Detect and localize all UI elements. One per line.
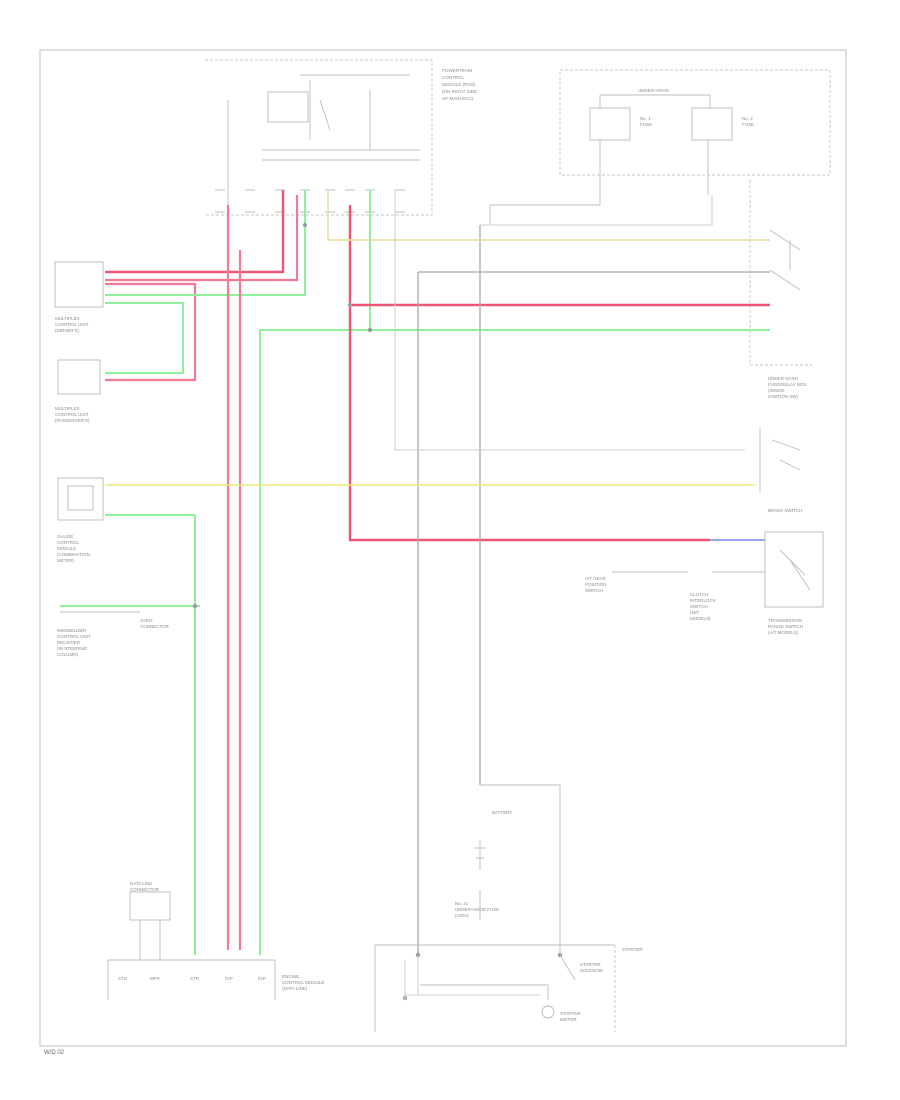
wire-green-2 (105, 302, 184, 374)
svg-text:(DATA LINK): (DATA LINK) (282, 986, 308, 991)
left-component-2: MULTIPLEX CONTROL UNIT (PASSENGER'S) (55, 359, 101, 423)
gear-position-label: A/T GEAR POSITION SWITCH (585, 576, 607, 593)
svg-text:No. 2: No. 2 (742, 116, 753, 121)
footer-code: W/D 02 (44, 1050, 65, 1056)
bottom-pin-label: IGP (258, 976, 266, 981)
svg-text:(DRIVER'S): (DRIVER'S) (55, 328, 79, 333)
svg-text:CONTROL UNIT: CONTROL UNIT (55, 322, 89, 327)
left-component-3: GAUGE CONTROL MODULE (COMBINATION METER) (57, 477, 104, 563)
wire-red-main (348, 205, 710, 542)
right-top-label: UNDER-DASH FUSE/RELAY BOX (INSIDE IGNITI… (768, 376, 806, 399)
svg-text:(M/T: (M/T (690, 610, 699, 615)
svg-text:DATA LINK: DATA LINK (130, 881, 152, 886)
svg-text:STARTER: STARTER (580, 962, 601, 967)
svg-text:IGNITION SW): IGNITION SW) (768, 394, 798, 399)
svg-text:POSITION: POSITION (585, 582, 607, 587)
transmission-range-switch: TRANSMISSION RANGE SWITCH (A/T MODELS) (764, 531, 824, 635)
fuse-a-box (589, 107, 631, 141)
svg-text:No. 1: No. 1 (640, 116, 651, 121)
svg-text:CONTROL MODULE: CONTROL MODULE (282, 980, 324, 985)
svg-text:MULTIPLEX: MULTIPLEX (55, 406, 80, 411)
svg-text:(ON RIGHT SIDE: (ON RIGHT SIDE (442, 89, 477, 94)
svg-text:RECEIVER: RECEIVER (57, 640, 81, 645)
pcm-top-region: POWERTRAIN CONTROL MODULE (PCM) (ON RIGH… (205, 59, 477, 216)
svg-text:CONTROL: CONTROL (442, 75, 464, 80)
wire-green-vert-2 (259, 329, 770, 955)
svg-text:SWITCH: SWITCH (585, 588, 603, 593)
svg-text:FUSE: FUSE (640, 122, 652, 127)
svg-text:COLUMN): COLUMN) (57, 652, 79, 657)
svg-text:INTERLOCK: INTERLOCK (690, 598, 716, 603)
svg-text:MODELS): MODELS) (690, 616, 711, 621)
svg-text:RANGE SWITCH: RANGE SWITCH (768, 624, 803, 629)
svg-text:MODULE: MODULE (57, 546, 76, 551)
bottom-pin-label: STR (190, 976, 200, 981)
svg-text:(100A): (100A) (455, 913, 469, 918)
wire-red-2 (105, 195, 299, 282)
svg-text:(PASSENGER'S): (PASSENGER'S) (55, 418, 90, 423)
underdash-fuse-relay: UNDER-DASH FUSE/RELAY BOX (INSIDE IGNITI… (749, 180, 812, 399)
svg-text:FUSE/RELAY BOX: FUSE/RELAY BOX (768, 382, 806, 387)
svg-text:GAUGE: GAUGE (57, 534, 73, 539)
pcm-top-label: POWERTRAIN CONTROL MODULE (PCM) (ON RIGH… (442, 68, 477, 101)
underhood-fuse-box: UNDER-HOOD No. 1 FUSE No. 2 FUSE (489, 69, 831, 225)
data-link-connector-box (129, 891, 171, 921)
joint-connector-label: JOINT CONNECTOR (140, 618, 170, 629)
svg-text:JOINT: JOINT (140, 618, 153, 623)
wire-light-brake (394, 190, 745, 451)
svg-text:BRAKE SWITCH: BRAKE SWITCH (768, 508, 802, 513)
svg-text:CLUTCH: CLUTCH (690, 592, 708, 597)
svg-text:MOTOR: MOTOR (560, 1017, 577, 1022)
svg-text:IMMOBILIZER: IMMOBILIZER (57, 628, 87, 633)
svg-text:MODULE (PCM): MODULE (PCM) (442, 82, 476, 87)
svg-text:(IN STEERING: (IN STEERING (57, 646, 88, 651)
svg-text:CONTROL: CONTROL (57, 540, 79, 545)
svg-text:BATTERY: BATTERY (492, 810, 512, 815)
bottom-connector: DATA LINK CONNECTOR STS MPX STR IGP IGP ENGI… (107, 881, 324, 1000)
svg-text:POWERTRAIN: POWERTRAIN (442, 68, 472, 73)
svg-text:CONNECTOR: CONNECTOR (140, 624, 170, 629)
svg-text:SOLENOID: SOLENOID (580, 968, 604, 973)
battery-starter-area: BATTERY No. 41 UNDER-HOOD FUSE (100A) ST… (374, 784, 643, 1032)
clutch-label: CLUTCH INTERLOCK SWITCH (M/T MODELS) (690, 592, 716, 621)
svg-text:ENGINE: ENGINE (282, 974, 299, 979)
svg-text:UNDER-HOOD: UNDER-HOOD (638, 88, 670, 93)
left-component-1: MULTIPLEX CONTROL UNIT (DRIVER'S) (54, 261, 104, 333)
svg-text:No. 41: No. 41 (455, 901, 469, 906)
bottom-pin-label: STS (118, 976, 127, 981)
brake-switch: BRAKE SWITCH (759, 428, 802, 513)
svg-text:(COMBINATION: (COMBINATION (57, 552, 90, 557)
wire-tan (327, 190, 770, 241)
pcm-relay-box (267, 91, 309, 123)
svg-text:(INSIDE: (INSIDE (768, 388, 785, 393)
svg-text:CONTROL UNIT: CONTROL UNIT (57, 634, 91, 639)
svg-text:FUSE: FUSE (742, 122, 754, 127)
wire-red-1 (105, 190, 285, 274)
bottom-pin-label: IGP (225, 976, 233, 981)
transmission-switch-box (764, 531, 824, 608)
junction-dots (192, 223, 563, 1001)
svg-text:SWITCH: SWITCH (690, 604, 708, 609)
svg-text:STARTER: STARTER (560, 1011, 581, 1016)
svg-text:UNDER-DASH: UNDER-DASH (768, 376, 798, 381)
svg-text:(A/T MODELS): (A/T MODELS) (768, 630, 799, 635)
wire-red-3 (105, 282, 197, 382)
svg-text:MULTIPLEX: MULTIPLEX (55, 316, 80, 321)
bottom-pin-labels: STS MPX STR IGP IGP (118, 976, 266, 981)
svg-text:A/T GEAR: A/T GEAR (585, 576, 607, 581)
svg-text:STARTER: STARTER (622, 947, 643, 952)
svg-text:OF MAIN ECU): OF MAIN ECU) (442, 96, 474, 101)
fuse-b-box (691, 107, 733, 141)
diagram-frame (39, 49, 847, 1047)
svg-text:CONTROL UNIT: CONTROL UNIT (55, 412, 89, 417)
bottom-pin-label: MPX (150, 976, 160, 981)
svg-text:METER): METER) (57, 558, 75, 563)
svg-text:UNDER-HOOD FUSE: UNDER-HOOD FUSE (455, 907, 499, 912)
left-component-4: IMMOBILIZER CONTROL UNIT RECEIVER (IN ST… (57, 628, 91, 657)
svg-text:TRANSMISSION: TRANSMISSION (768, 618, 802, 623)
wire-light-fuse (480, 195, 713, 226)
svg-text:CONNECTOR: CONNECTOR (130, 887, 160, 892)
